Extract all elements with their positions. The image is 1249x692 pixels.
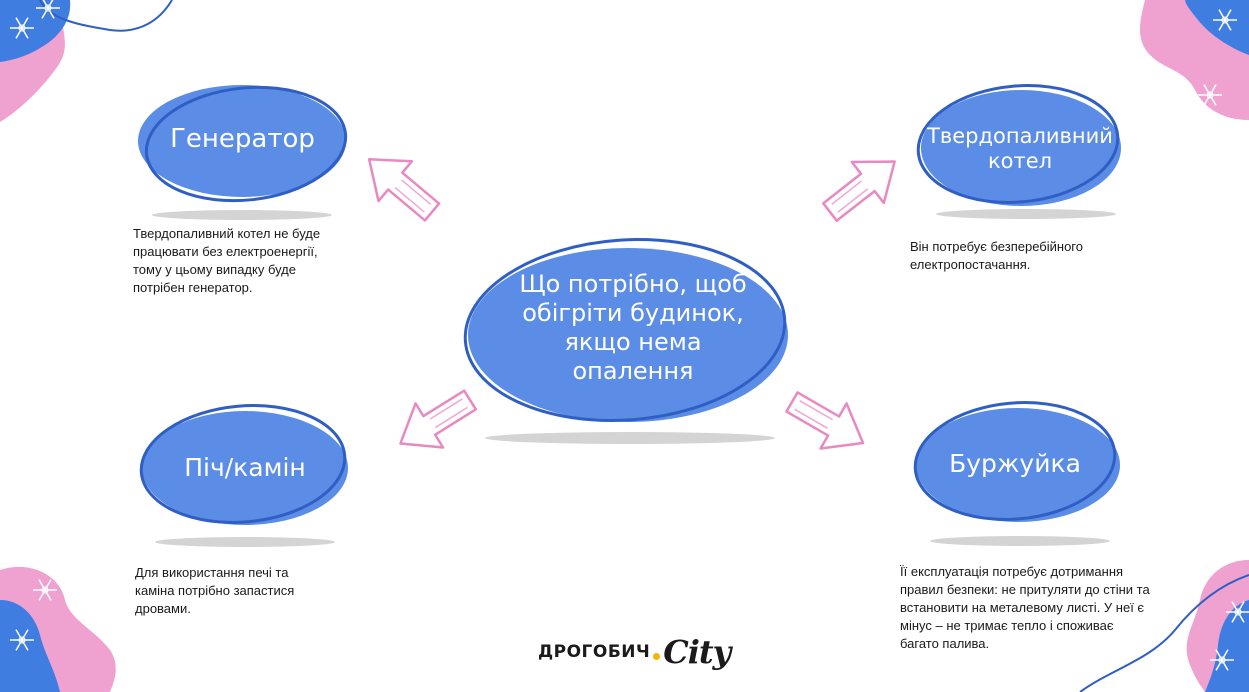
corner-decoration-top-left <box>0 0 173 122</box>
stove-description: Для використання печі та каміна потрібно… <box>135 565 295 616</box>
bubble-stove <box>139 404 348 525</box>
arrow-to-burzhuika <box>785 391 865 450</box>
stove-title: Піч/камін <box>184 453 306 482</box>
generator-description: Твердопаливний котел не буде працювати б… <box>133 226 321 295</box>
center-title: Що потрібно, щоб обігріти будинок, якщо … <box>519 270 747 385</box>
bubble-shadows <box>152 209 1116 547</box>
boiler-description: Він потребує безперебійного електропоста… <box>910 239 1083 272</box>
arrow-to-stove <box>399 389 478 449</box>
arrow-to-generator <box>367 158 441 222</box>
bubble-burzhuika <box>913 401 1120 522</box>
boiler-title: Твердопаливний котел <box>927 123 1113 173</box>
logo-city: City <box>663 633 731 671</box>
corner-decoration-bottom-left <box>0 566 116 692</box>
drohobych-city-logo: ДРОГОБИЧ City <box>538 630 731 674</box>
bubble-boiler <box>916 84 1121 206</box>
corner-decoration-top-right <box>1140 0 1249 120</box>
generator-title: Генератор <box>170 124 315 155</box>
burzhuika-title: Буржуйка <box>949 449 1081 478</box>
bubble-generator <box>138 85 348 203</box>
burzhuika-description: Її експлуатація потребує дотримання прав… <box>900 564 1150 651</box>
logo-word: ДРОГОБИЧ <box>538 642 651 662</box>
corner-decoration-bottom-right <box>1079 560 1249 692</box>
bubble-center <box>463 238 788 422</box>
arrow-to-boiler <box>821 160 896 222</box>
logo-dot <box>653 652 661 660</box>
